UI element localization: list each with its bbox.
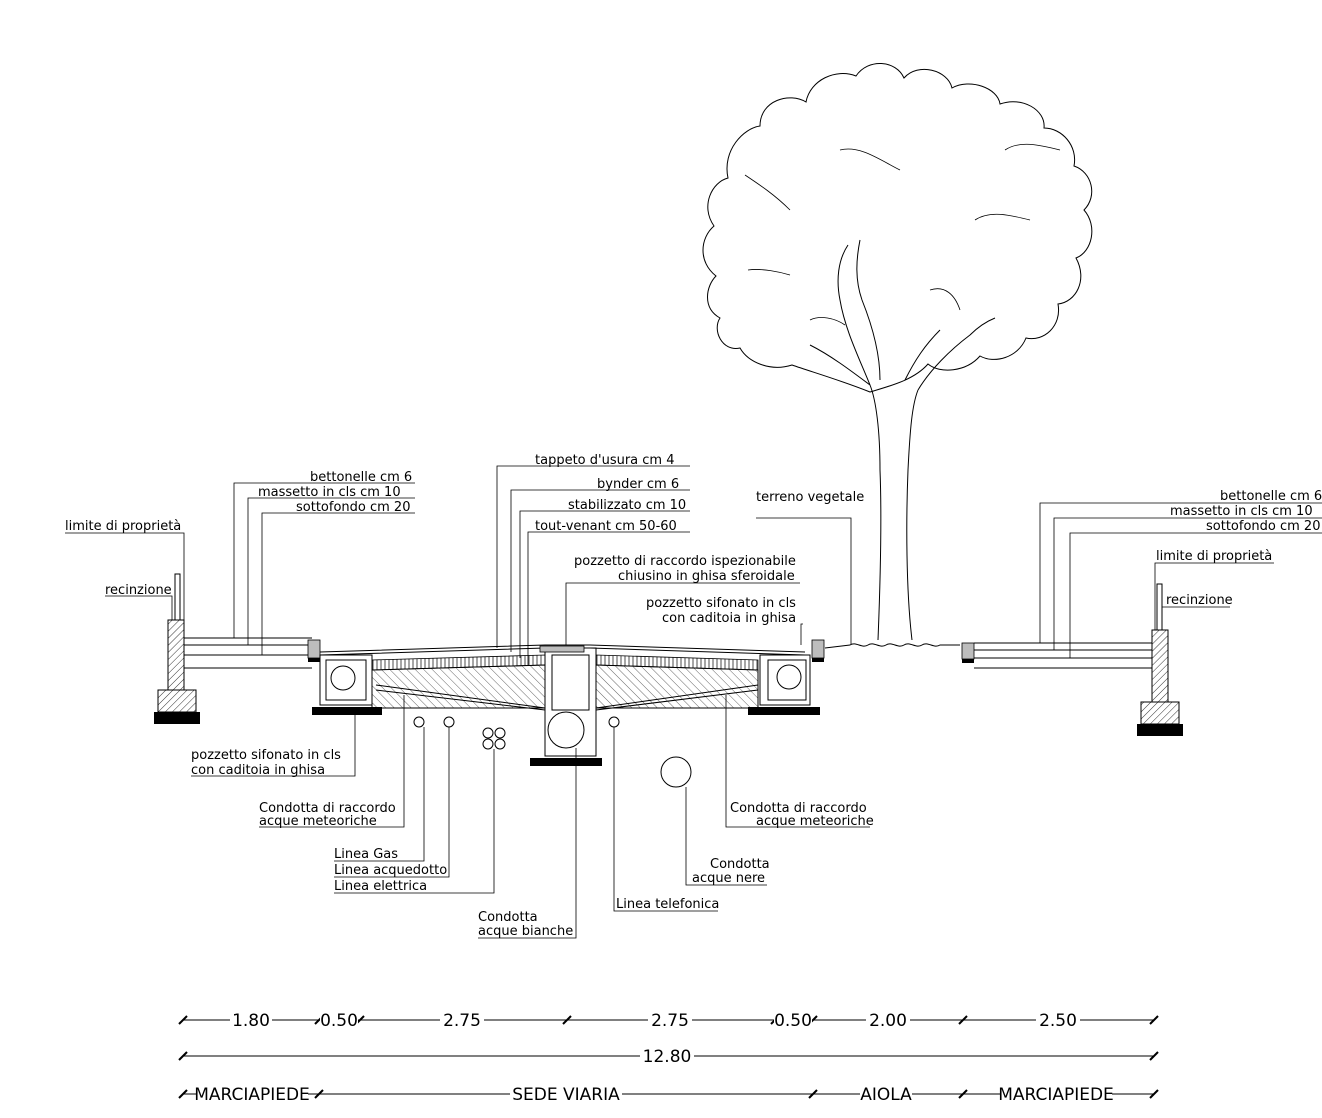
dimension-lines: 1.80 0.50 2.75 2.75 0.50 2.00 2.50 12.80… <box>178 1010 1159 1105</box>
tree-branch-3 <box>917 317 996 391</box>
label-bynder: bynder cm 6 <box>597 477 679 492</box>
ground-aiola <box>824 643 960 649</box>
label-condotta-racc-left-1: Condotta di raccordo <box>259 801 396 816</box>
utilities <box>413 716 692 788</box>
label-condotta-racc-right-1: Condotta di raccordo <box>730 801 867 816</box>
sewer-pipe <box>660 756 692 788</box>
label-pozzetto-racc-2: chiusino in ghisa sferoidale <box>618 569 795 584</box>
label-left-pozzetto-2: con caditoia in ghisa <box>191 763 325 778</box>
label-right-massetto: massetto in cls cm 10 <box>1170 504 1313 519</box>
label-left-massetto: massetto in cls cm 10 <box>258 485 401 500</box>
tree-trunk-left <box>869 384 882 641</box>
dim-partial-2: 0.50 <box>320 1011 358 1031</box>
tree-branch-1 <box>837 244 871 386</box>
label-right-recinzione: recinzione <box>1166 593 1233 608</box>
zone-aiola: AIOLA <box>860 1085 912 1105</box>
dim-total: 12.80 <box>643 1047 692 1067</box>
label-right-sottofondo: sottofondo cm 20 <box>1206 519 1320 534</box>
tree-foliage-1 <box>744 143 1061 326</box>
right-pozzetto <box>748 639 825 715</box>
labels: bettonelle cm 6 massetto in cls cm 10 so… <box>65 453 1322 939</box>
label-condotta-racc-right-2: acque meteoriche <box>756 814 874 829</box>
right-fence-wall <box>1151 629 1169 703</box>
label-left-pozzetto-1: pozzetto sifonato in cls <box>191 748 341 763</box>
dim-partial-5: 0.50 <box>774 1011 812 1031</box>
label-telefonica: Linea telefonica <box>616 897 719 912</box>
leader-lines <box>65 465 1322 939</box>
left-fence-wall <box>167 619 185 691</box>
right-fence-footing <box>1140 701 1180 725</box>
road-section <box>319 644 806 766</box>
dim-partial-4: 2.75 <box>651 1011 689 1031</box>
label-pozzetto-sif-2: con caditoia in ghisa <box>662 611 796 626</box>
right-fence-post <box>1156 583 1163 631</box>
label-toutvenant: tout-venant cm 50-60 <box>535 519 677 534</box>
right-sidewalk <box>961 583 1183 736</box>
gas-pipe <box>413 716 425 728</box>
tree-branch-4 <box>904 329 941 381</box>
left-sidewalk <box>154 573 321 724</box>
label-bianche-1: Condotta <box>478 910 538 925</box>
dim-partial-3: 2.75 <box>443 1011 481 1031</box>
label-stabilizzato: stabilizzato cm 10 <box>568 498 686 513</box>
left-fence-footing <box>157 689 197 713</box>
label-left-recinzione: recinzione <box>105 583 172 598</box>
tree-trunk-right <box>906 389 919 641</box>
label-tappeto: tappeto d'usura cm 4 <box>535 453 674 468</box>
tree-branch-2 <box>856 239 881 381</box>
water-pipe <box>443 716 455 728</box>
label-elettrica: Linea elettrica <box>334 879 427 894</box>
label-left-limite: limite di proprietà <box>65 519 181 534</box>
tree-branch-5 <box>809 344 871 386</box>
zone-sede-viaria: SEDE VIARIA <box>512 1085 620 1105</box>
label-terreno: terreno vegetale <box>756 490 864 505</box>
label-condotta-racc-left-2: acque meteoriche <box>259 814 377 829</box>
dim-partial-7: 2.50 <box>1039 1011 1077 1031</box>
tree <box>702 63 1093 641</box>
label-right-bettonelle: bettonelle cm 6 <box>1220 489 1322 504</box>
left-fence-post <box>174 573 181 621</box>
label-pozzetto-racc-1: pozzetto di raccordo ispezionabile <box>574 554 796 569</box>
label-bianche-2: acque bianche <box>478 924 573 939</box>
label-nere-1: Condotta <box>710 857 770 872</box>
dim-partial-6: 2.00 <box>869 1011 907 1031</box>
label-left-sottofondo: sottofondo cm 20 <box>296 500 410 515</box>
telephone-pipe <box>608 716 620 728</box>
dim-partial-1: 1.80 <box>232 1011 270 1031</box>
zone-marciapiede-right: MARCIAPIEDE <box>998 1085 1114 1105</box>
label-right-limite: limite di proprietà <box>1156 549 1272 564</box>
label-acquedotto: Linea acquedotto <box>334 863 447 878</box>
label-nere-2: acque nere <box>692 871 765 886</box>
label-gas: Linea Gas <box>334 847 398 862</box>
tree-canopy <box>702 63 1093 393</box>
label-left-bettonelle: bettonelle cm 6 <box>310 470 412 485</box>
label-pozzetto-sif-1: pozzetto sifonato in cls <box>646 596 796 611</box>
zone-marciapiede-left: MARCIAPIEDE <box>194 1085 310 1105</box>
